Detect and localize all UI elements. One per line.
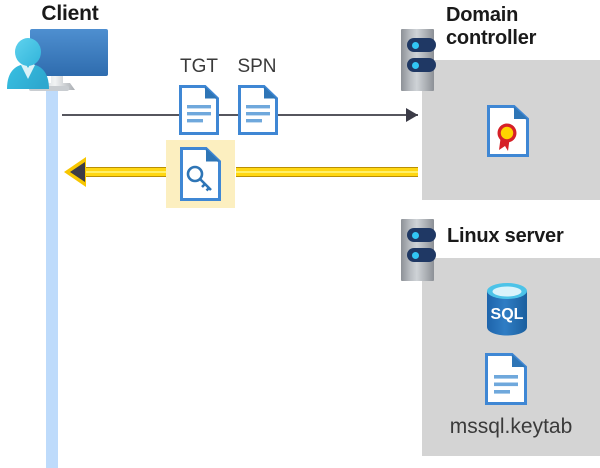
sql-database-icon: SQL (482, 280, 532, 338)
server-led (412, 62, 419, 69)
sql-database-label: SQL (491, 306, 524, 323)
tgt-label: TGT (180, 56, 218, 77)
tgt-document-icon (179, 85, 219, 135)
spn-document-icon (238, 85, 278, 135)
document-icon (179, 85, 219, 135)
response-arrow-head-inner (70, 162, 85, 182)
client-user-icon (2, 38, 58, 90)
certificate-icon (487, 105, 529, 157)
domain-controller-title: Domain controller (446, 4, 596, 50)
client-lifeline (46, 86, 58, 468)
sql-database-icon: SQL (487, 283, 527, 336)
ticket-key-document-icon (180, 147, 221, 201)
document-icon (238, 85, 278, 135)
server-led (412, 42, 419, 49)
response-arrow-line-right (236, 167, 418, 177)
server-led (412, 252, 419, 259)
certificate-document-icon (487, 105, 529, 157)
document-icon (485, 353, 527, 405)
client-title: Client (41, 2, 99, 25)
domain-controller-server-icon (401, 29, 436, 91)
spn-label: SPN (237, 56, 277, 77)
keytab-filename-label: mssql.keytab (449, 415, 573, 438)
linux-server-icon (401, 219, 436, 281)
response-arrow-line-left (86, 167, 168, 177)
request-arrow-head (406, 108, 418, 122)
keytab-document-icon (485, 353, 527, 405)
linux-server-title: Linux server (447, 225, 564, 247)
user-icon (7, 38, 49, 89)
server-led (412, 232, 419, 239)
domain-controller-title-line1: Domain (446, 4, 519, 26)
key-document-icon (180, 147, 221, 201)
domain-controller-title-line2: controller (446, 27, 537, 49)
